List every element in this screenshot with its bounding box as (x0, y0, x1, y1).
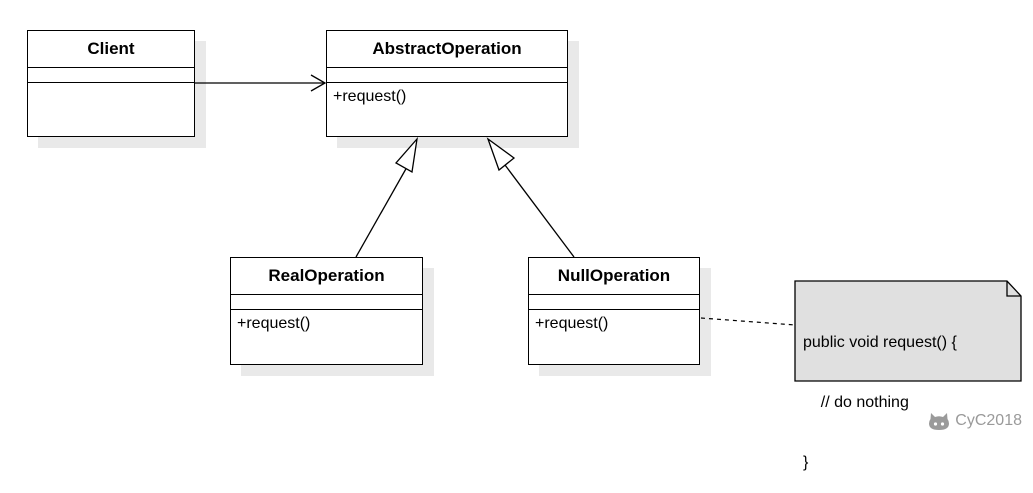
note-line: } (803, 454, 809, 471)
operations-compartment: +request() (535, 315, 609, 332)
attributes-compartment (327, 68, 567, 83)
watermark-text: CyC2018 (955, 412, 1022, 429)
note-text: public void request() { // do nothing } (803, 293, 957, 493)
attributes-compartment (231, 295, 422, 310)
class-abstract-operation: AbstractOperation +request() (326, 30, 568, 137)
note-fold (1006, 281, 1021, 297)
note-connector-line (700, 317, 796, 326)
github-octocat-icon (929, 413, 950, 430)
operations-compartment (28, 83, 194, 88)
watermark: CyC2018 (928, 411, 1022, 431)
attributes-compartment (529, 295, 699, 310)
class-name: RealOperation (231, 258, 422, 295)
relationship-lines (195, 74, 1022, 382)
null-generalization-triangle (486, 137, 516, 172)
null-generalization-line (504, 164, 575, 258)
class-name: AbstractOperation (327, 31, 567, 68)
class-name: NullOperation (529, 258, 699, 295)
class-client: Client (27, 30, 195, 137)
association-arrowhead (310, 74, 327, 92)
note-line: public void request() { (803, 334, 957, 351)
real-generalization-triangle (394, 136, 418, 174)
class-null-operation: NullOperation +request() (528, 257, 700, 365)
class-name: Client (28, 31, 194, 68)
note-shape (794, 280, 1022, 382)
real-generalization-line (355, 166, 408, 258)
operations-compartment: +request() (237, 315, 311, 332)
attributes-compartment (28, 68, 194, 83)
operations-compartment: +request() (333, 88, 407, 105)
class-real-operation: RealOperation +request() (230, 257, 423, 365)
note-line: // do nothing (803, 394, 909, 411)
